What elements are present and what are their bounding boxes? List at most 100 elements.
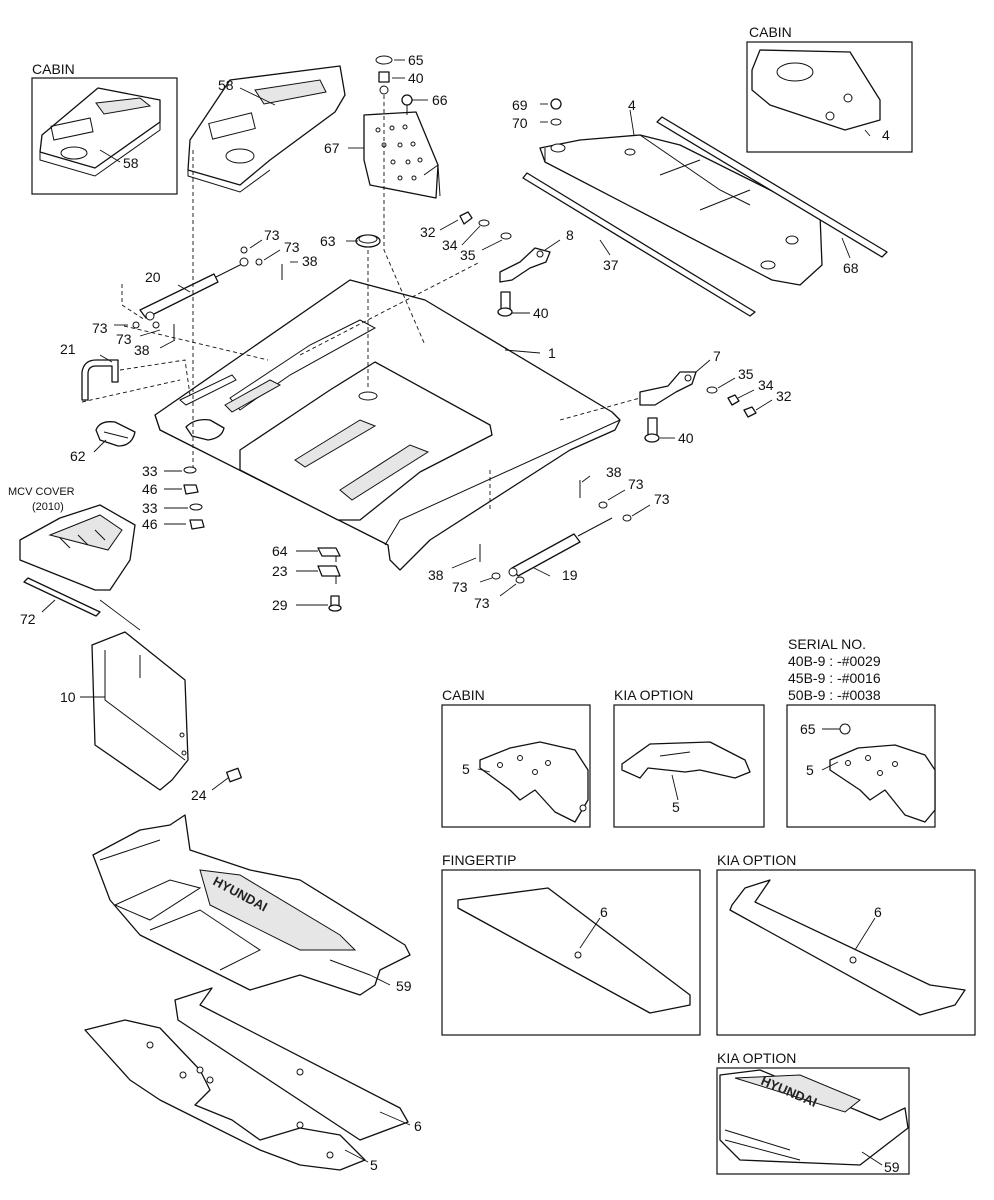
part-10-panel: [91, 599, 242, 791]
callout-29: 29: [272, 597, 288, 613]
callout-40-top: 40: [408, 70, 424, 86]
hardware-64-23-29: [317, 547, 342, 612]
inset-cabin-mid: CABIN: [441, 687, 591, 828]
callout-24: 24: [191, 787, 207, 803]
hidden-lines: [81, 95, 641, 510]
callout-6-fingertip: 6: [600, 904, 608, 920]
callout-20: 20: [145, 269, 161, 285]
callout-73-e: 73: [628, 476, 644, 492]
part-63-plug: [355, 234, 381, 248]
callout-8: 8: [566, 227, 574, 243]
mcv-cover-year: (2010): [32, 501, 64, 513]
callout-38-b: 38: [134, 342, 150, 358]
callout-1: 1: [548, 345, 556, 361]
callout-68: 68: [843, 260, 859, 276]
mcv-cover-title: MCV COVER: [8, 486, 75, 498]
inset-fingertip: FINGERTIP: [441, 852, 701, 1036]
inset-kia-option-mid: KIA OPTION: [613, 687, 765, 828]
serial-40b: 40B-9 : -#0029: [788, 653, 881, 669]
part-7-bracket: [639, 371, 757, 443]
callout-59-main: 59: [396, 978, 412, 994]
callout-4-main: 4: [628, 97, 636, 113]
callout-64: 64: [272, 543, 288, 559]
part-mcv-cover: MCV COVER (2010): [8, 486, 136, 617]
callout-33-a: 33: [142, 463, 158, 479]
inset-title-kia-option-mid: KIA OPTION: [614, 687, 693, 703]
callout-73-c: 73: [92, 320, 108, 336]
part-67-plate: [363, 111, 441, 199]
callout-6-bottom: 6: [414, 1118, 422, 1134]
callout-46-b: 46: [142, 516, 158, 532]
callout-40-b: 40: [533, 305, 549, 321]
callout-38-a: 38: [302, 253, 318, 269]
callout-5-bottom: 5: [370, 1157, 378, 1173]
callout-32-b: 32: [776, 388, 792, 404]
part-20-gas-spring: [132, 246, 283, 340]
inset-title-cabin-mid: CABIN: [442, 687, 485, 703]
callout-73-f: 73: [654, 491, 670, 507]
callout-73-g: 73: [452, 579, 468, 595]
inset-serial: SERIAL NO. 40B-9 : -#0029 45B-9 : -#0016…: [786, 636, 936, 828]
inset-cabin-top-right: CABIN: [746, 24, 913, 153]
inset-title-cabin-top-right: CABIN: [749, 24, 792, 40]
callout-66: 66: [432, 92, 448, 108]
part-68-strip: [656, 116, 888, 258]
callout-6-kia: 6: [874, 904, 882, 920]
part-19-gas-spring: [479, 480, 632, 584]
part-58-console: [187, 65, 346, 193]
callout-58-inset: 58: [123, 155, 139, 171]
callout-7: 7: [713, 348, 721, 364]
inset-kia-option-bottom: KIA OPTION HYUNDAI: [716, 1050, 910, 1175]
callout-21: 21: [60, 341, 76, 357]
hardware-33-46: [183, 466, 205, 530]
callout-38-c: 38: [606, 464, 622, 480]
inset-title-fingertip: FINGERTIP: [442, 852, 516, 868]
part-59-floor-mat: HYUNDAI: [92, 814, 411, 996]
inset-title-kia-option-mat: KIA OPTION: [717, 852, 796, 868]
hardware-bracket-8: [459, 211, 551, 317]
callout-63: 63: [320, 233, 336, 249]
callout-labels: 58 58 65 40 66 67 69 70 4 4 63 73 73 38 …: [20, 52, 900, 1175]
callout-33-b: 33: [142, 500, 158, 516]
callout-59-inset: 59: [884, 1159, 900, 1175]
serial-title: SERIAL NO.: [788, 636, 866, 652]
callout-70: 70: [512, 115, 528, 131]
callout-73-a: 73: [264, 227, 280, 243]
callout-37: 37: [603, 257, 619, 273]
callout-10: 10: [60, 689, 76, 705]
part-62-grommet: [95, 421, 136, 447]
callout-23: 23: [272, 563, 288, 579]
callout-65-serial: 65: [800, 721, 816, 737]
callout-5-cabin: 5: [462, 761, 470, 777]
callout-69: 69: [512, 97, 528, 113]
callout-73-d: 73: [116, 331, 132, 347]
callout-72: 72: [20, 611, 36, 627]
inset-cabin-top-left: CABIN: [31, 61, 178, 195]
serial-50b: 50B-9 : -#0038: [788, 687, 881, 703]
part-5-plate-bottom: [84, 1019, 366, 1171]
callout-65: 65: [408, 52, 424, 68]
serial-45b: 45B-9 : -#0016: [788, 670, 881, 686]
part-37-strip: [522, 172, 756, 317]
callout-5-kia: 5: [672, 799, 680, 815]
hardware-top-plate: [375, 55, 413, 115]
callout-67: 67: [324, 140, 340, 156]
callout-19: 19: [562, 567, 578, 583]
callout-46-a: 46: [142, 481, 158, 497]
callout-40-c: 40: [678, 430, 694, 446]
callout-73-b: 73: [284, 239, 300, 255]
callout-62: 62: [70, 448, 86, 464]
callout-4-inset: 4: [882, 127, 890, 143]
part-6-plate-bottom: [174, 987, 409, 1141]
callout-32-a: 32: [420, 224, 436, 240]
callout-34-a: 34: [442, 237, 458, 253]
callout-35-a: 35: [460, 247, 476, 263]
callout-58-main: 58: [218, 77, 234, 93]
leader-lines: [41, 59, 883, 1166]
callout-73-h: 73: [474, 595, 490, 611]
callout-35-b: 35: [738, 366, 754, 382]
inset-title-cabin-top-left: CABIN: [32, 61, 75, 77]
callout-34-b: 34: [758, 377, 774, 393]
inset-title-kia-option-bottom: KIA OPTION: [717, 1050, 796, 1066]
